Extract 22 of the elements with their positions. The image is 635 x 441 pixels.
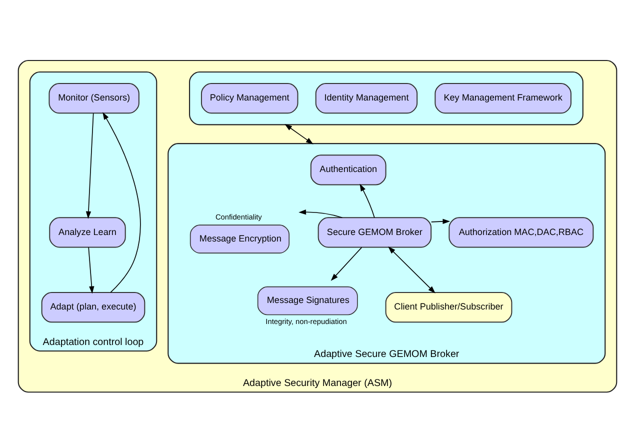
node-box: Authentication bbox=[310, 154, 386, 186]
arrow bbox=[284, 124, 314, 144]
node-box: Secure GEMOM Broker bbox=[318, 217, 432, 248]
arrow bbox=[86, 112, 94, 219]
arrow bbox=[330, 247, 362, 281]
node-box: Client Publisher/Subscriber bbox=[385, 292, 512, 323]
node-label: Confidentiality bbox=[215, 212, 262, 222]
arrow bbox=[360, 184, 375, 218]
node-box: Identity Management bbox=[315, 83, 418, 114]
arrow bbox=[430, 218, 450, 224]
node-label: Integrity, non-repudiation bbox=[266, 316, 347, 326]
arrow bbox=[102, 112, 141, 293]
node-box: Monitor (Sensors) bbox=[48, 83, 140, 114]
node-box: Key Management Framework bbox=[434, 83, 572, 114]
arrow bbox=[88, 247, 94, 294]
arrow bbox=[388, 246, 436, 294]
cluster bbox=[189, 71, 584, 126]
node-box: Policy Management bbox=[200, 83, 298, 114]
node-box: Analyze Learn bbox=[49, 217, 126, 248]
node-box: Authorization MAC,DAC,RBAC bbox=[448, 217, 594, 248]
node-box: Adapt (plan, execute) bbox=[41, 292, 146, 323]
arrow bbox=[298, 210, 343, 218]
